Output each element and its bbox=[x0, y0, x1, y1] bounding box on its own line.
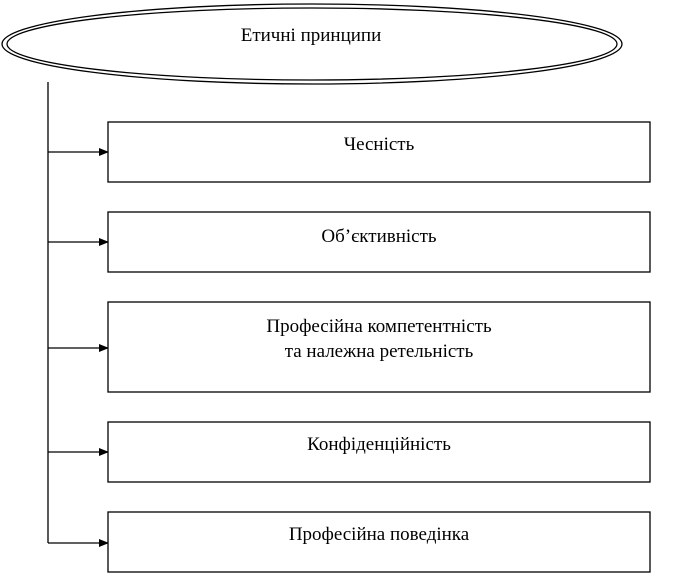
principle-box-3: Професійна компетентність та належна рет… bbox=[107, 301, 651, 393]
box-label-line-1: Професійна компетентність bbox=[266, 316, 492, 337]
root-ellipse-outer bbox=[1, 3, 623, 85]
box-label: Об’єктивність bbox=[321, 226, 436, 247]
principle-box-1: Чесність bbox=[107, 121, 651, 183]
box-label: Конфіденційність bbox=[307, 434, 451, 455]
root-ellipse-inner bbox=[6, 7, 618, 81]
arrows bbox=[48, 148, 109, 547]
box-frame bbox=[107, 511, 651, 573]
box-label: Професійна поведінка bbox=[289, 524, 470, 545]
box-label-line-2: та належна ретельність bbox=[285, 341, 474, 362]
principle-box-4: Конфіденційність bbox=[107, 421, 651, 483]
box-frame bbox=[107, 421, 651, 483]
box-label: Чесність bbox=[344, 134, 415, 155]
box-frame bbox=[107, 301, 651, 393]
principle-box-5: Професійна поведінка bbox=[107, 511, 651, 573]
box-frame bbox=[107, 121, 651, 183]
principle-box-2: Об’єктивність bbox=[107, 211, 651, 273]
root-node: Етичні принципи bbox=[1, 3, 623, 85]
root-label: Етичні принципи bbox=[241, 25, 382, 46]
box-frame bbox=[107, 211, 651, 273]
